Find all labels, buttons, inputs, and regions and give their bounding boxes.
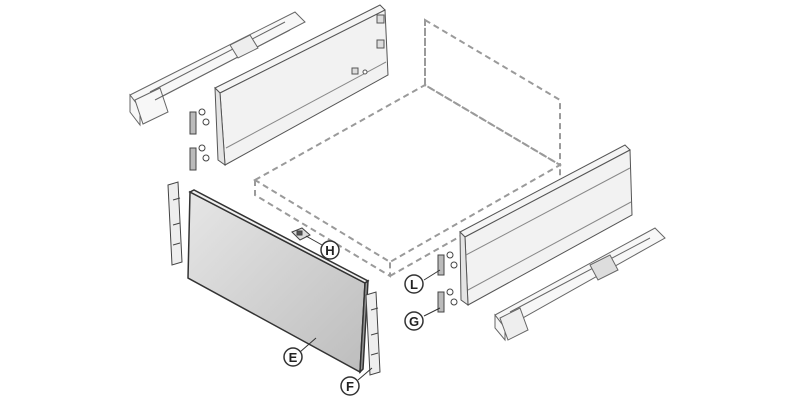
callout-leaders xyxy=(299,235,441,381)
callout-E: E xyxy=(283,347,303,367)
clip-part xyxy=(291,227,311,241)
right-front-fixings xyxy=(437,251,458,313)
drawer-front-panel xyxy=(187,189,370,374)
left-front-fixings xyxy=(189,108,210,171)
callout-H: H xyxy=(320,240,340,260)
callout-E-label: E xyxy=(289,350,298,365)
left-drawer-side xyxy=(214,4,389,167)
callout-F-label: F xyxy=(346,379,354,394)
callout-H-label: H xyxy=(325,243,334,258)
fixing-bracket-upper xyxy=(189,111,197,135)
fixing-bracket-G xyxy=(437,291,445,313)
fixing-bracket-L xyxy=(437,254,445,276)
callout-F: F xyxy=(340,376,360,396)
front-bracket-left xyxy=(167,181,183,266)
front-bracket-right xyxy=(365,291,381,376)
callout-L-label: L xyxy=(410,277,418,292)
cabinet-bottom-front-edge xyxy=(254,180,391,278)
right-drawer-side xyxy=(459,144,633,307)
callout-G: G xyxy=(404,311,424,331)
right-runner xyxy=(494,227,666,342)
callout-G-label: G xyxy=(409,314,419,329)
cabinet-back-panel xyxy=(424,18,561,167)
fixing-bracket-lower xyxy=(189,147,197,171)
callout-L: L xyxy=(404,274,424,294)
left-runner xyxy=(129,11,306,127)
